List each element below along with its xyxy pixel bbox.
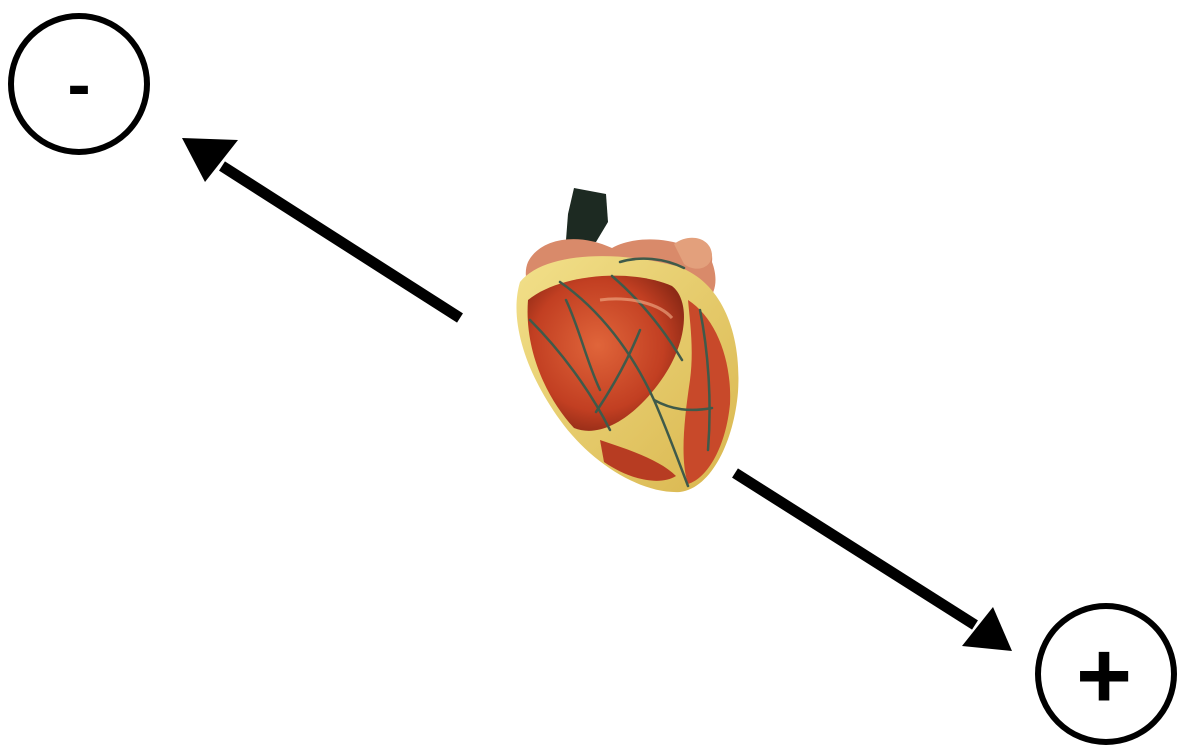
arrow-to-positive-head bbox=[962, 607, 1012, 651]
arrow-to-positive bbox=[735, 473, 1012, 651]
positive-terminal: + bbox=[1038, 606, 1174, 742]
arrow-to-negative bbox=[182, 138, 460, 318]
heart-model-icon bbox=[516, 188, 738, 492]
negative-terminal: - bbox=[11, 16, 147, 152]
negative-terminal-label: - bbox=[67, 45, 90, 123]
positive-terminal-label: + bbox=[1076, 622, 1132, 729]
